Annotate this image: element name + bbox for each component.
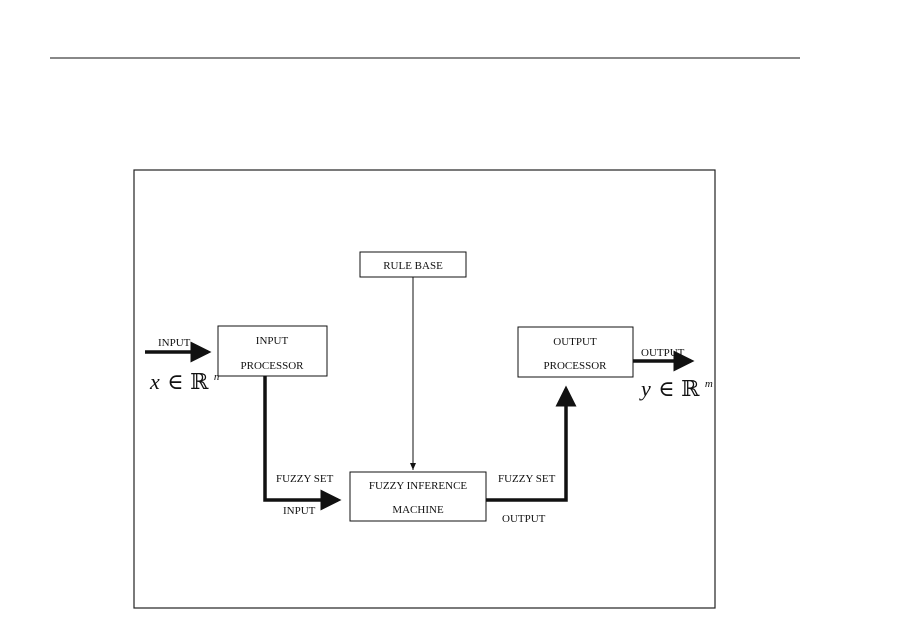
output-reals-symbol: ℝ [681, 376, 700, 401]
fuzzy-set-input-bottom-label: INPUT [283, 505, 316, 517]
input-processor-label-line2: PROCESSOR [241, 360, 305, 372]
output-dimension: m [705, 378, 713, 390]
output-processor-label-line2: PROCESSOR [544, 360, 608, 372]
input-label: INPUT [158, 337, 191, 349]
fuzzy-set-output-bottom-label: OUTPUT [502, 513, 546, 525]
diagram-frame [134, 170, 715, 608]
output-element-of-symbol: ∈ [658, 376, 674, 401]
fuzzy-set-output-top-label: FUZZY SET [498, 473, 556, 485]
fuzzy-set-input-top-label: FUZZY SET [276, 473, 334, 485]
output-processor-label-line1: OUTPUT [553, 336, 597, 348]
output-label: OUTPUT [641, 347, 685, 359]
input-reals-symbol: ℝ [190, 369, 209, 394]
output-variable: y [639, 376, 651, 401]
output-processor-block: OUTPUT PROCESSOR [518, 327, 633, 377]
inference-machine-block: FUZZY INFERENCE MACHINE [350, 472, 486, 521]
input-dimension: n [214, 371, 220, 383]
rule-base-block: RULE BASE [360, 252, 466, 277]
rule-base-label: RULE BASE [383, 260, 443, 272]
input-variable: x [149, 369, 160, 394]
output-space-formula: y ∈ ℝ m [639, 376, 713, 401]
input-processor-label-line1: INPUT [256, 335, 289, 347]
input-space-formula: x ∈ ℝ n [149, 369, 220, 394]
inference-machine-label-line1: FUZZY INFERENCE [369, 480, 468, 492]
input-element-of-symbol: ∈ [167, 369, 183, 394]
input-processor-block: INPUT PROCESSOR [218, 326, 327, 376]
inference-machine-label-line2: MACHINE [392, 504, 444, 516]
